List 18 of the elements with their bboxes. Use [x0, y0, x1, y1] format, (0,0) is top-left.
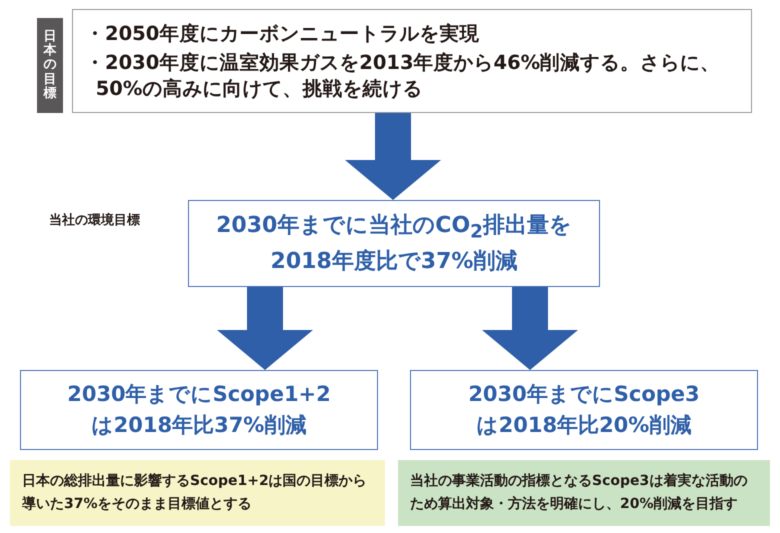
note-box — [398, 460, 770, 526]
scope-target-box — [410, 370, 758, 450]
target-text: 2030年までにScope1+2は2018年比37%削減 — [66, 380, 332, 439]
block-arrow — [217, 287, 313, 370]
bullet-text: ・2030年度に温室効果ガスを2013年度から46%削減する。さらに、50%の高みに向けて、挑戦を続ける — [85, 50, 722, 102]
goal-box — [72, 9, 752, 113]
title-tab — [37, 18, 63, 113]
scope-target-box — [20, 370, 378, 450]
note-text: 当社の事業活動の指標となるScope3は着実な活動のため算出対象・方法を明確にし、20%削減を目指す — [410, 472, 748, 514]
note-box — [10, 460, 385, 526]
block-arrow — [482, 287, 578, 370]
side-label: 当社の環境目標 — [49, 212, 140, 229]
vertical-heading: 日本の目標 — [44, 30, 56, 102]
target-text: 2030年までにScope3は2018年比20%削減 — [467, 380, 701, 439]
note-text: 日本の総排出量に影響するScope1+2は国の目標から導いた37%をそのまま目標値とする — [22, 472, 368, 514]
block-arrow — [345, 113, 441, 200]
target-text: 2030年までに当社のCO$_{2}$排出量を2018年度比で37%削減 — [215, 212, 573, 276]
bullet-text: ・2050年度にカーボンニュートラルを実現 — [85, 20, 480, 46]
